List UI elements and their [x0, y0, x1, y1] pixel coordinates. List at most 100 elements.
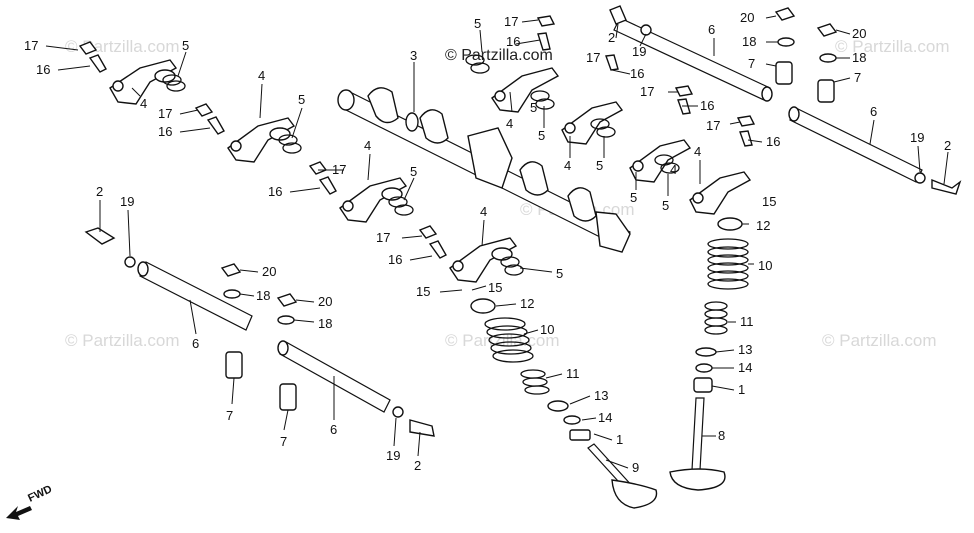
callout-16: 16	[158, 124, 172, 139]
callout-14: 14	[598, 410, 612, 425]
callout-5: 5	[662, 198, 669, 213]
fwd-label: FWD	[26, 483, 54, 504]
watermark: © Partzilla.com	[445, 331, 560, 350]
callout-2: 2	[414, 458, 421, 473]
rocker-arm-set	[530, 54, 694, 145]
callout-18: 18	[256, 288, 270, 303]
callout-5: 5	[298, 92, 305, 107]
rocker-arm-set	[308, 161, 414, 223]
valve-assembly	[470, 298, 658, 509]
callout-18: 18	[318, 316, 332, 331]
callout-17: 17	[158, 106, 172, 121]
callout-2: 2	[96, 184, 103, 199]
callout-4: 4	[140, 96, 147, 111]
callout-19: 19	[120, 194, 134, 209]
callout-6: 6	[330, 422, 337, 437]
callout-19: 19	[386, 448, 400, 463]
rocker-shaft	[609, 5, 773, 102]
callout-16: 16	[506, 34, 520, 49]
callout-6: 6	[192, 336, 199, 351]
rocker-arm-set	[418, 225, 524, 283]
callout-5: 5	[596, 158, 603, 173]
callout-16: 16	[630, 66, 644, 81]
leader-lines	[45, 15, 949, 469]
callout-9: 9	[632, 460, 639, 475]
callout-5: 5	[538, 128, 545, 143]
callout-20: 20	[740, 10, 754, 25]
callout-6: 6	[870, 104, 877, 119]
rocker-shaft	[84, 227, 253, 331]
callout-17: 17	[504, 14, 518, 29]
callout-15: 15	[762, 194, 776, 209]
watermark: © Partzilla.com	[822, 331, 937, 350]
callout-10: 10	[758, 258, 772, 273]
callout-20: 20	[852, 26, 866, 41]
callout-16: 16	[268, 184, 282, 199]
rocker-shaft	[788, 106, 962, 195]
callout-19: 19	[910, 130, 924, 145]
callout-4: 4	[670, 162, 677, 177]
callout-7: 7	[280, 434, 287, 449]
callout-5: 5	[410, 164, 417, 179]
callout-3: 3	[410, 48, 417, 63]
callout-7: 7	[854, 70, 861, 85]
callout-5: 5	[556, 266, 563, 281]
callout-16: 16	[700, 98, 714, 113]
fwd-arrow-icon: FWD	[6, 483, 54, 520]
callout-5: 5	[182, 38, 189, 53]
callout-5: 5	[530, 100, 537, 115]
rocker-arm-set	[194, 103, 302, 163]
callout-17: 17	[332, 162, 346, 177]
callout-18: 18	[852, 50, 866, 65]
callout-4: 5	[630, 190, 637, 205]
callout-6: 6	[708, 22, 715, 37]
callout-4: 4	[480, 204, 487, 219]
callout-5: 5	[474, 16, 481, 31]
callout-labels: 17 16 4 5 17 16 4 5 17 16 4 5 3 5 17 16 …	[24, 10, 951, 475]
callout-16: 16	[36, 62, 50, 77]
watermark: © Partzilla.com	[835, 37, 950, 56]
rocker-arm-set	[689, 171, 752, 215]
callout-4: 4	[258, 68, 265, 83]
valve-assembly	[669, 217, 749, 491]
callout-4: 4	[694, 144, 701, 159]
callout-20: 20	[262, 264, 276, 279]
watermark: © Partzilla.com	[65, 331, 180, 350]
callout-16: 16	[388, 252, 402, 267]
callout-1: 1	[616, 432, 623, 447]
callout-17: 17	[640, 84, 654, 99]
callout-15: 15	[488, 280, 502, 295]
watermark-brand: © Partzilla.com	[445, 47, 553, 64]
callout-18: 18	[742, 34, 756, 49]
callout-17: 17	[24, 38, 38, 53]
callout-4: 4	[564, 158, 571, 173]
callout-4: 4	[506, 116, 513, 131]
callout-7: 7	[226, 408, 233, 423]
callout-16: 16	[766, 134, 780, 149]
callout-8: 8	[718, 428, 725, 443]
callout-13: 13	[738, 342, 752, 357]
callout-15: 15	[416, 284, 430, 299]
callout-14: 14	[738, 360, 752, 375]
callout-13: 13	[594, 388, 608, 403]
callout-1: 1	[738, 382, 745, 397]
callout-4: 4	[364, 138, 371, 153]
adjuster-set	[220, 7, 838, 411]
callout-11: 11	[740, 314, 754, 329]
callout-20: 20	[318, 294, 332, 309]
rocker-arm-set	[78, 41, 186, 105]
callout-17: 17	[586, 50, 600, 65]
callout-17: 17	[376, 230, 390, 245]
callout-11: 11	[566, 366, 580, 381]
rocker-arm-set	[465, 15, 560, 113]
rocker-shaft	[277, 340, 435, 437]
callout-2: 2	[608, 30, 615, 45]
callout-12: 12	[756, 218, 770, 233]
callout-7: 7	[748, 56, 755, 71]
callout-17: 17	[706, 118, 720, 133]
callout-19: 19	[632, 44, 646, 59]
callout-2: 2	[944, 138, 951, 153]
camshaft	[337, 87, 631, 253]
rocker-arm-set	[629, 115, 756, 183]
